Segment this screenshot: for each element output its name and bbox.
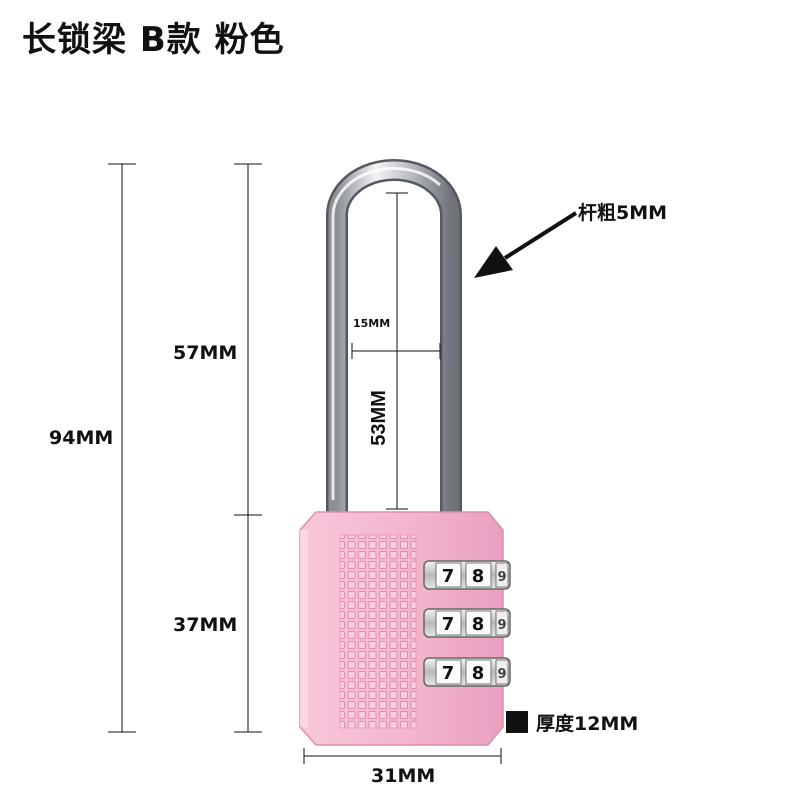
total-height-label: 94MM bbox=[49, 427, 114, 449]
dial-row-2[interactable]: 7 8 9 bbox=[423, 608, 511, 638]
body-width-label: 31MM bbox=[371, 765, 436, 787]
body-height-label: 37MM bbox=[173, 614, 238, 636]
dial-row-1[interactable]: 7 8 9 bbox=[423, 560, 511, 590]
dial-digit: 9 bbox=[497, 570, 506, 585]
dial-digit: 9 bbox=[497, 618, 506, 633]
thickness-label: 厚度12MM bbox=[536, 713, 639, 735]
rod-arrow bbox=[474, 211, 578, 278]
dial-digit: 7 bbox=[442, 663, 455, 684]
inner-width-label: 15MM bbox=[353, 317, 391, 330]
inner-height-label: 53MM bbox=[368, 390, 390, 446]
dial-digit: 8 bbox=[472, 566, 485, 587]
dial-digit: 7 bbox=[442, 566, 455, 587]
dimension-lines bbox=[108, 163, 502, 764]
dial-row-3[interactable]: 7 8 9 bbox=[423, 657, 511, 687]
shackle-height-label: 57MM bbox=[173, 342, 238, 364]
shackle bbox=[326, 159, 462, 520]
dial-digit: 9 bbox=[497, 667, 506, 682]
dial-digit: 7 bbox=[442, 614, 455, 635]
dial-digit: 8 bbox=[472, 663, 485, 684]
rod-thickness-label: 杆粗5MM bbox=[578, 202, 668, 224]
dial-digit: 8 bbox=[472, 614, 485, 635]
thickness-marker-icon bbox=[506, 711, 528, 733]
product-title: 长锁梁 B款 粉色 bbox=[22, 20, 285, 60]
